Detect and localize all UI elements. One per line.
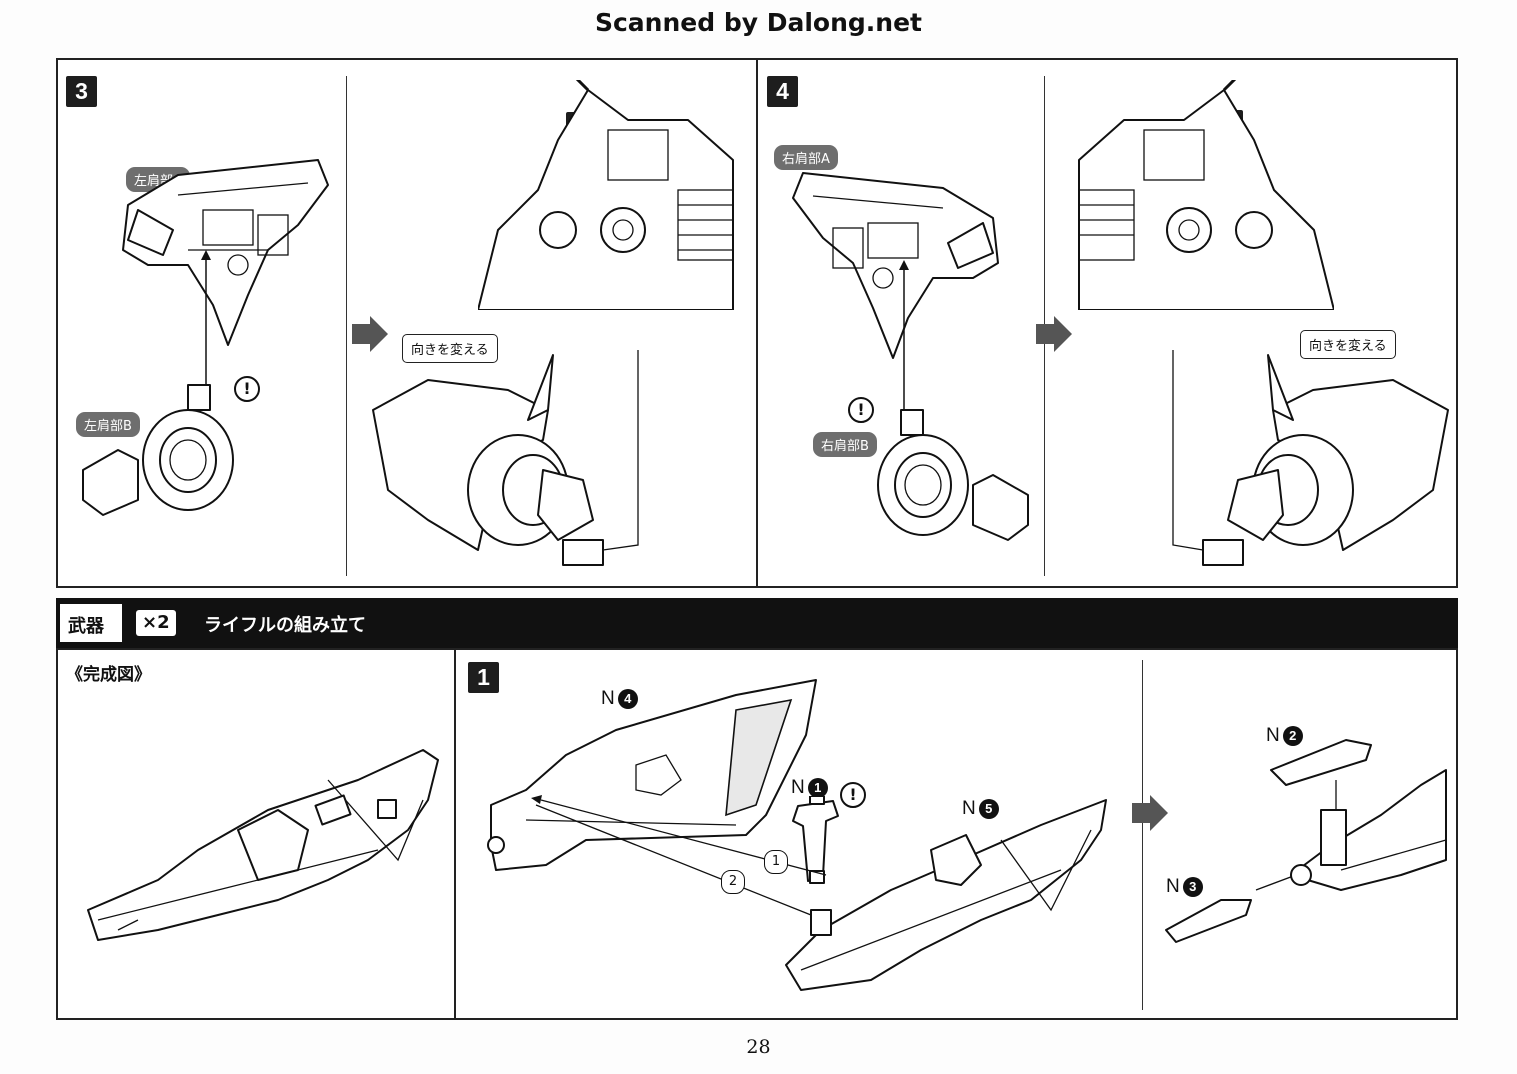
warning-icon: ! [840,782,866,808]
multiplier-badge: ×2 [136,610,176,636]
part-label-n4: N 4 [601,688,638,710]
category-badge: 武器 [60,604,122,642]
order-hex-1: 1 [764,850,788,874]
turned-shoulder-illustration [372,350,639,566]
step-number: 1 [468,662,499,693]
page-number: 28 [746,1036,771,1058]
left-shoulder-a-illustration [122,159,329,346]
rifle-partial-illustration [1290,769,1447,891]
left-shoulder-b-illustration [82,384,234,516]
part-n2-illustration [1270,739,1372,786]
body-illustration [1078,80,1334,310]
part-label-a: 右肩部A [774,145,838,170]
right-arrow-icon [1132,795,1168,831]
part-number: 3 [1182,877,1203,897]
part-label-n1: N 1 [791,777,828,799]
right-arrow-icon [352,316,388,352]
part-number: 5 [978,799,999,819]
weapon-section-header: 武器 ×2 ライフルの組み立て [56,598,1458,648]
category-label: 武器 [68,616,104,637]
section-title: ライフルの組み立て [204,615,366,636]
part-label-n2: N 2 [1266,725,1303,747]
completed-label: 《完成図》 [66,665,151,685]
step3-panel: 3 左肩部A 左肩部B ! 2 [56,58,758,588]
assembly-arrow [899,260,909,420]
rifle-frame-illustration [487,679,817,871]
part-label-n3: N 3 [1166,876,1203,898]
body-illustration [478,80,734,310]
assembly-arrow [201,250,211,400]
right-arrow-icon [1036,316,1072,352]
part-label-b: 右肩部B [813,432,877,457]
part-prefix: N [1266,725,1280,746]
step4-panel: 4 右肩部A 右肩部B ! 3 向きを変える [756,58,1458,588]
right-shoulder-a-illustration [792,172,999,359]
part-label-n5: N 5 [962,798,999,820]
part-number: 1 [807,778,828,798]
turn-direction-label: 向きを変える [402,334,498,363]
part-n3-illustration [1165,899,1252,943]
right-shoulder-b-illustration [877,409,1029,541]
rifle-completed-illustration [87,749,439,941]
part-label-b: 左肩部B [76,412,140,437]
warning-icon: ! [234,376,260,402]
part-number: 4 [617,689,638,709]
warning-icon: ! [848,397,874,423]
turned-shoulder-illustration [1172,350,1449,566]
step-number: 4 [767,76,798,107]
turn-direction-label: 向きを変える [1300,330,1396,359]
step-number: 3 [66,76,97,107]
order-hex-2: 2 [721,870,745,894]
part-prefix: N [601,688,615,709]
divider [346,76,347,576]
step1-panel: 1 N 4 N 1 ! N 5 1 2 [454,648,1458,1020]
divider [1142,660,1143,1010]
watermark: Scanned by Dalong.net [594,8,922,37]
rifle-body-illustration [785,799,1107,991]
part-number: 2 [1282,726,1303,746]
part-prefix: N [791,777,805,798]
part-prefix: N [962,798,976,819]
part-prefix: N [1166,876,1180,897]
completed-view-panel: 《完成図》 [56,648,456,1020]
